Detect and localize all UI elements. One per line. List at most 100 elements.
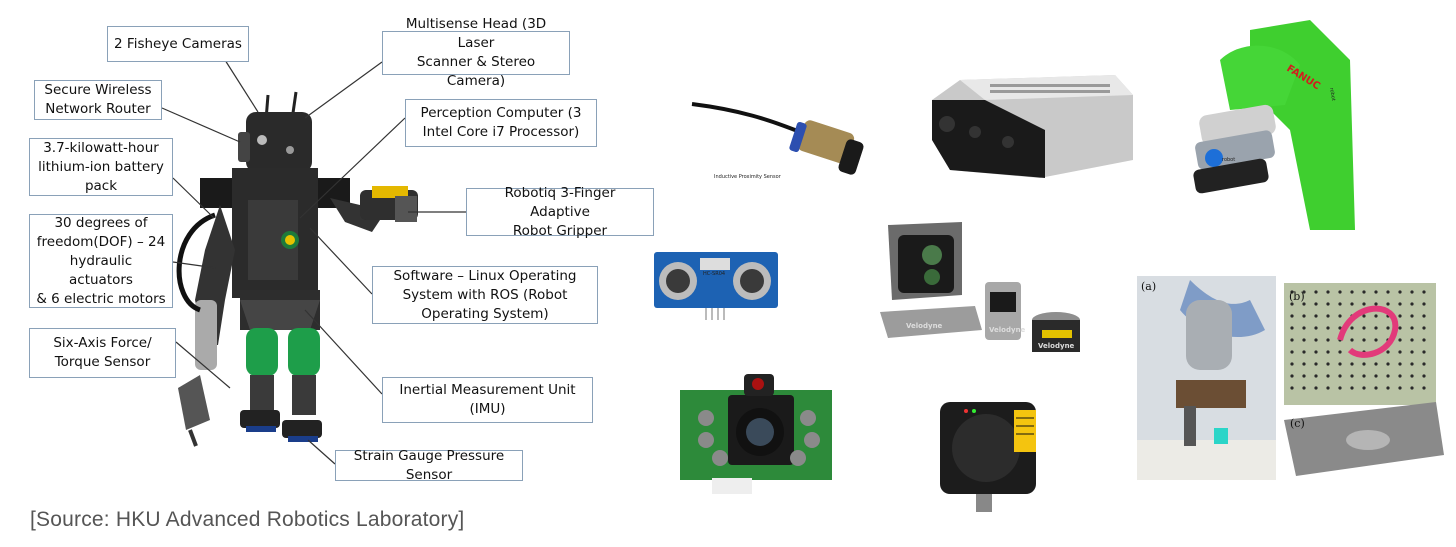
tactile-dot	[1410, 362, 1414, 366]
tactile-dot	[1302, 338, 1306, 342]
callout-strain-gauge-sensor: Strain Gauge Pressure Sensor	[335, 448, 523, 483]
velodyne-label-2: Velodyne	[989, 326, 1026, 334]
callout-battery-pack: 3.7-kilowatt-hour lithium-ion battery pa…	[29, 138, 173, 196]
tactile-dot	[1338, 350, 1342, 354]
tactile-dot	[1326, 338, 1330, 342]
tactile-dot	[1290, 374, 1294, 378]
tactile-dot	[1374, 374, 1378, 378]
tactile-dot	[1362, 326, 1366, 330]
tactile-dot	[1314, 386, 1318, 390]
tactile-dot	[1350, 374, 1354, 378]
tactile-dot	[1326, 386, 1330, 390]
source-caption: [Source: HKU Advanced Robotics Laborator…	[30, 508, 465, 531]
tactile-dot	[1386, 302, 1390, 306]
tactile-dot	[1338, 362, 1342, 366]
tactile-dot	[1350, 362, 1354, 366]
photoelectric-sensor-image	[940, 402, 1036, 512]
tactile-dot	[1422, 362, 1426, 366]
tactile-dot	[1422, 314, 1426, 318]
tactile-dot	[1302, 362, 1306, 366]
tactile-dot	[1350, 302, 1354, 306]
ultrasonic-chip-label: HC-SR04	[703, 271, 725, 277]
inductive-proximity-sensor-image: Inductive Proximity Sensor	[691, 102, 864, 180]
tactile-dot	[1290, 386, 1294, 390]
tactile-dot	[1410, 338, 1414, 342]
atlas-robot-illustration	[176, 91, 418, 447]
tactile-dot	[1314, 374, 1318, 378]
tactile-dot	[1386, 290, 1390, 294]
tactile-dot	[1374, 314, 1378, 318]
tactile-dot	[1302, 350, 1306, 354]
tactile-dot	[1422, 302, 1426, 306]
panel-a-label: (a)	[1141, 280, 1156, 293]
tactile-dot	[1398, 326, 1402, 330]
tactile-dot	[1422, 386, 1426, 390]
tactile-dot	[1422, 374, 1426, 378]
tactile-dot	[1350, 326, 1354, 330]
callout-perception-computer: Perception Computer (3 Intel Core i7 Pro…	[405, 99, 597, 147]
tactile-dot	[1410, 374, 1414, 378]
tactile-dot-grid	[1290, 290, 1426, 390]
tactile-dot	[1290, 338, 1294, 342]
tactile-dot	[1314, 314, 1318, 318]
inductive-sensor-caption: Inductive Proximity Sensor	[714, 174, 782, 180]
tactile-dot	[1386, 350, 1390, 354]
tactile-dot	[1338, 386, 1342, 390]
tactile-dot	[1338, 314, 1342, 318]
tactile-dot	[1362, 302, 1366, 306]
tactile-dot	[1362, 314, 1366, 318]
tactile-dot	[1302, 314, 1306, 318]
camera-module-image	[680, 374, 832, 494]
tactile-dot	[1410, 314, 1414, 318]
callout-force-torque-sensor: Six-Axis Force/ Torque Sensor	[29, 328, 176, 378]
tactile-dot	[1314, 290, 1318, 294]
tactile-dot	[1398, 290, 1402, 294]
tactile-dot	[1326, 314, 1330, 318]
tactile-dot	[1362, 374, 1366, 378]
tactile-dot	[1290, 290, 1294, 294]
tactile-dot	[1398, 350, 1402, 354]
tactile-dot	[1302, 374, 1306, 378]
tactile-dot	[1362, 290, 1366, 294]
onrobot-logo: robot	[1222, 157, 1235, 163]
velodyne-lidar-image: Velodyne Velodyne Velodyne	[880, 222, 1080, 352]
tactile-dot	[1290, 314, 1294, 318]
tactile-dot	[1386, 374, 1390, 378]
callout-imu: Inertial Measurement Unit (IMU)	[382, 377, 593, 423]
tactile-dot	[1314, 350, 1318, 354]
tactile-dot	[1338, 374, 1342, 378]
tactile-dot	[1314, 302, 1318, 306]
tactile-dot	[1302, 326, 1306, 330]
tactile-dot	[1374, 290, 1378, 294]
tactile-dot	[1290, 350, 1294, 354]
tactile-dot	[1362, 338, 1366, 342]
tactile-dot	[1326, 290, 1330, 294]
tactile-dot	[1422, 338, 1426, 342]
tactile-dot	[1398, 302, 1402, 306]
depth-camera-image	[932, 75, 1133, 178]
tactile-dot	[1314, 338, 1318, 342]
tactile-sensing-panels: (a) (b) (c)	[1137, 276, 1444, 480]
tactile-dot	[1302, 302, 1306, 306]
tactile-dot	[1302, 386, 1306, 390]
tactile-dot	[1326, 374, 1330, 378]
tactile-dot	[1350, 386, 1354, 390]
tactile-dot	[1290, 326, 1294, 330]
tactile-dot	[1398, 386, 1402, 390]
ultrasonic-sensor-image: HC-SR04	[654, 252, 778, 320]
tactile-dot	[1350, 338, 1354, 342]
tactile-dot	[1374, 362, 1378, 366]
tactile-dot	[1398, 374, 1402, 378]
callout-wireless-router: Secure Wireless Network Router	[34, 80, 162, 120]
tactile-dot	[1386, 386, 1390, 390]
velodyne-label-1: Velodyne	[906, 322, 943, 330]
tactile-dot	[1338, 290, 1342, 294]
tactile-dot	[1410, 302, 1414, 306]
tactile-dot	[1290, 302, 1294, 306]
tactile-dot	[1326, 302, 1330, 306]
callout-multisense-head: Multisense Head (3D Laser Scanner & Ster…	[382, 16, 570, 89]
tactile-dot	[1338, 326, 1342, 330]
tactile-dot	[1302, 290, 1306, 294]
